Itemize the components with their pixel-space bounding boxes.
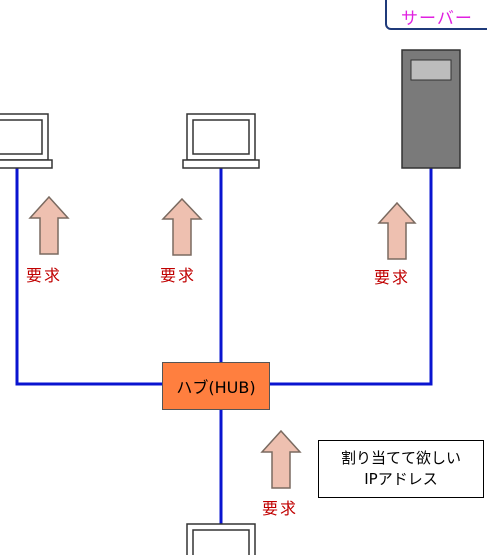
note-line-2: IPアドレス bbox=[364, 470, 438, 488]
requested-ip-note: 割り当てて欲しい IPアドレス bbox=[318, 440, 484, 498]
note-line-1: 割り当てて欲しい bbox=[340, 449, 461, 467]
request-label-bottom: 要求 bbox=[262, 499, 299, 518]
pc-center-icon bbox=[182, 113, 260, 169]
cable-lines bbox=[15, 168, 433, 526]
request-label-left: 要求 bbox=[26, 266, 63, 285]
request-arrow-center bbox=[161, 197, 203, 256]
hub-box: ハブ(HUB) bbox=[162, 362, 270, 410]
request-label-center: 要求 bbox=[160, 266, 197, 285]
pc-left-icon bbox=[0, 113, 53, 169]
request-arrow-left bbox=[28, 195, 70, 255]
server-label: サーバー bbox=[401, 9, 473, 29]
cable-server bbox=[270, 168, 433, 386]
request-arrow-bottom bbox=[260, 429, 302, 489]
server-icon bbox=[401, 49, 461, 169]
request-arrow-server bbox=[377, 201, 417, 260]
request-label-server: 要求 bbox=[374, 268, 411, 287]
server-label-box: サーバー bbox=[385, 0, 487, 30]
hub-label: ハブ(HUB) bbox=[176, 378, 256, 397]
cable-left-pc bbox=[15, 168, 162, 386]
pc-bottom-icon bbox=[186, 523, 256, 555]
